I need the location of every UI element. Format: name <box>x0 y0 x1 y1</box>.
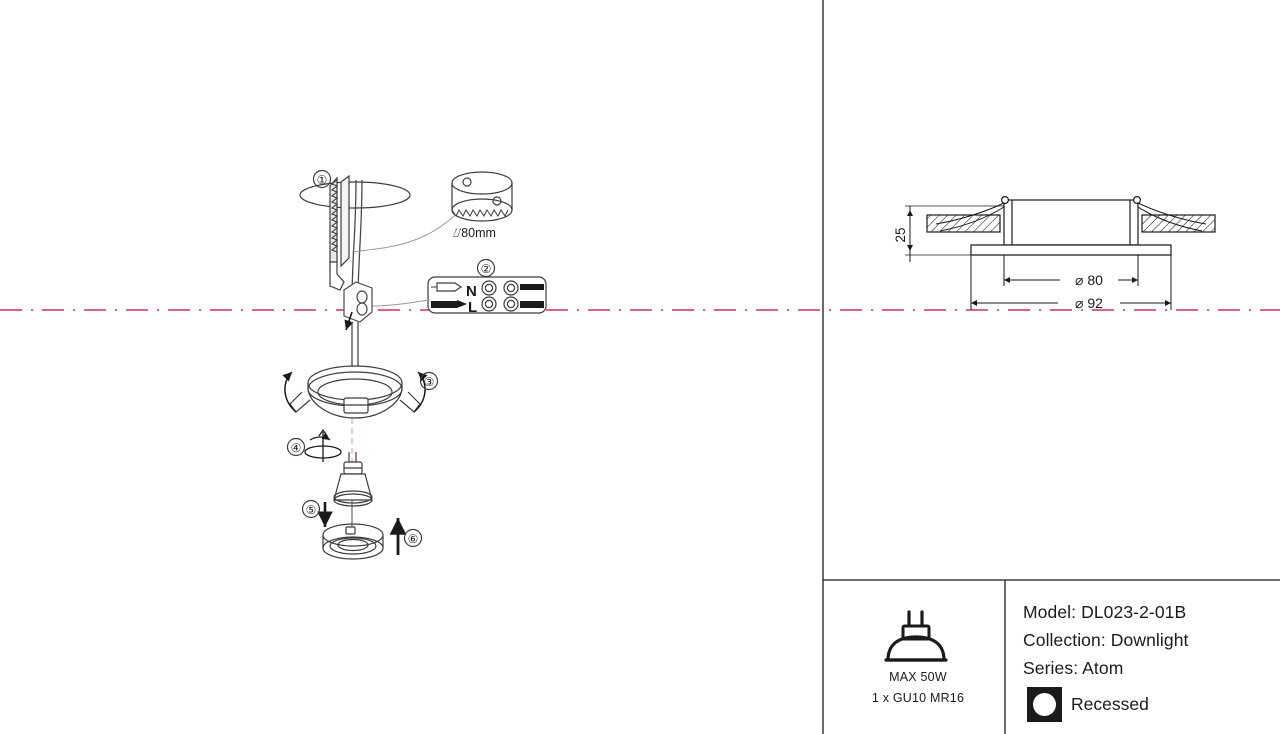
svg-text:⑥: ⑥ <box>408 532 419 546</box>
terminal-neutral-label: N <box>466 283 477 300</box>
recessed-icon <box>1027 687 1062 722</box>
step-6-number: ⑥ <box>403 528 423 548</box>
mr16-lamp-illustration <box>333 452 373 507</box>
step-2-terminal-block-illustration <box>371 276 547 314</box>
mount-type-label: Recessed <box>1071 694 1149 714</box>
svg-text:②: ② <box>481 262 492 276</box>
svg-text:①: ① <box>317 173 328 187</box>
height-dimension <box>905 205 1004 262</box>
inner-diameter-dimension <box>1003 255 1139 286</box>
hole-saw-diameter-label: ⌰80mm <box>453 226 496 240</box>
model-label: Model: DL023-2-01B <box>1023 602 1187 622</box>
step-4-number: ④ <box>286 437 306 457</box>
height-dimension-label: 25 <box>893 227 908 242</box>
step-2-number: ② <box>476 258 496 278</box>
step-3-fixture-ring-illustration <box>282 365 428 419</box>
inner-diameter-label: ⌀ 80 <box>1075 272 1103 288</box>
section-view-illustration <box>926 196 1216 256</box>
title-block-frame <box>822 0 1280 734</box>
svg-text:③: ③ <box>424 375 435 389</box>
terminal-live-label: L <box>468 299 477 316</box>
lamp-max-power-label: MAX 50W <box>889 670 947 684</box>
outer-diameter-dimension <box>970 255 1172 310</box>
step-4-twist-illustration <box>304 418 353 470</box>
step-1-number: ① <box>312 169 332 189</box>
lamp-socket-label: 1 x GU10 MR16 <box>871 691 965 705</box>
mr16-bulb-icon <box>884 610 948 662</box>
hole-saw-callout-illustration <box>351 171 513 253</box>
collection-label: Collection: Downlight <box>1023 630 1189 650</box>
series-label: Series: Atom <box>1023 658 1124 678</box>
outer-diameter-label: ⌀ 92 <box>1075 295 1103 311</box>
fixture-connector-illustration <box>343 281 373 366</box>
step-1-cut-hole-illustration <box>299 174 411 301</box>
fitted-downlight-illustration <box>322 500 384 560</box>
step-5-number: ⑤ <box>301 499 321 519</box>
svg-text:④: ④ <box>291 441 302 455</box>
step-3-number: ③ <box>419 371 439 391</box>
svg-text:⑤: ⑤ <box>306 503 317 517</box>
